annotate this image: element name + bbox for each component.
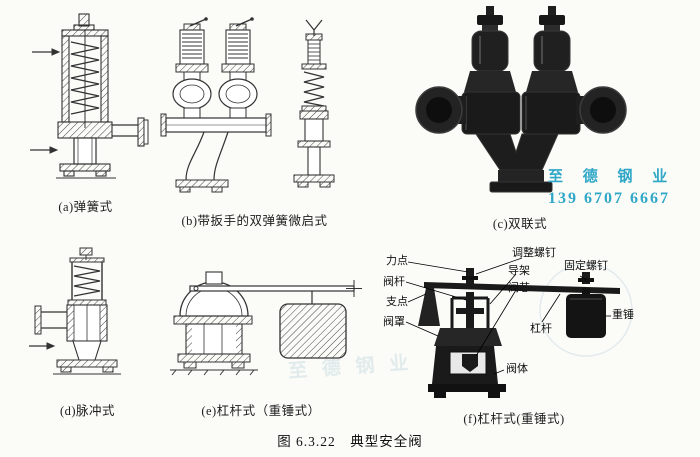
subfigure-label-b: (b)带扳手的双弹簧微启式 (181, 214, 328, 228)
spring-top-seat (69, 257, 105, 263)
valve-body-section (185, 323, 243, 355)
fulcrum-bracket (418, 288, 440, 326)
figure-caption: 图 6.3.22 典型安全阀 (277, 434, 423, 449)
part-label-adjusting-screw: 调整螺钉 (512, 247, 556, 259)
subfigure-d-pulse-type: (d)脉冲式 (25, 246, 150, 419)
base-flange (428, 384, 506, 398)
part-label-weight: 重锤 (612, 309, 634, 321)
watermark-phone: 139 6707 6667 (548, 190, 670, 207)
lever-valve-diagram (170, 271, 362, 376)
part-label-valve-core: 阀芯 (508, 282, 530, 294)
lever-valve-cross-section (405, 257, 633, 398)
weight-block (279, 303, 347, 359)
part-label-fulcrum: 支点 (386, 296, 408, 308)
subfigure-label-f: (f)杠杆式(重锤式) (463, 412, 565, 426)
subfigure-c-duplex: (c)双联式 (410, 4, 630, 232)
part-label-valve-body: 阀体 (506, 363, 528, 375)
part-label-valve-cover: 阀罩 (383, 316, 405, 328)
subfigure-label-c: (c)双联式 (492, 217, 548, 231)
bonnet-flange (173, 315, 253, 325)
subfigure-a-spring-type: (a)弹簧式 (18, 12, 153, 215)
lower-taper (72, 340, 102, 361)
adjusting-screw (462, 268, 478, 284)
base-flange (59, 163, 111, 177)
valve-body (432, 346, 498, 384)
subfigure-label-e: (e)杠杆式（重锤式） (201, 404, 321, 418)
side-flange (34, 305, 42, 335)
valve-body-section (57, 121, 113, 139)
guide-plate (456, 308, 484, 314)
valve-core (462, 354, 478, 372)
valve-body-section (66, 304, 108, 342)
part-label-fixing-screw: 固定螺钉 (564, 260, 608, 272)
flow-arrow (29, 342, 56, 350)
inlet-pipe (73, 137, 97, 165)
fixing-screw (578, 272, 594, 284)
base-flange (56, 359, 118, 373)
part-label-force-point: 力点 (386, 255, 408, 267)
spring-valve-diagram (30, 13, 149, 179)
pivot-box (205, 271, 223, 285)
manifold-pipe (160, 113, 272, 193)
spring-coil (73, 265, 101, 297)
subfigure-b-double-spring: (b)带扳手的双弹簧微启式 (152, 14, 357, 229)
double-spring-valve-diagram (160, 17, 335, 193)
top-knob (79, 247, 93, 256)
outlet-flange (137, 117, 145, 147)
lever-hinge (193, 286, 199, 291)
subfigure-f-lever-labeled: 力点 阀杆 支点 阀罩 调整螺钉 导架 阀芯 固定螺钉 杠杆 重锤 阀体 (f)… (380, 246, 648, 427)
spring-coil (70, 41, 100, 115)
lever-bar (424, 282, 620, 294)
stamp-ghost (539, 263, 633, 357)
subfigure-e-lever-type: (e)杠杆式（重锤式） (156, 258, 366, 419)
micro-opening-valve (293, 19, 335, 188)
pulse-valve-diagram (29, 247, 121, 375)
spring-valve-left (172, 17, 212, 119)
right-valve (521, 6, 627, 135)
leader-lines (405, 257, 611, 375)
outlet-pipe (112, 124, 138, 137)
lever-end-cross (346, 280, 362, 297)
watermark-company: 至 德 钢 业 (548, 169, 676, 185)
flow-arrows (30, 48, 61, 154)
spring-bottom-seat (67, 299, 107, 306)
subfigure-label-d: (d)脉冲式 (59, 404, 116, 418)
side-pipe (41, 311, 67, 329)
lever-bar (189, 285, 355, 292)
part-label-valve-stem: 阀杆 (383, 276, 405, 288)
part-label-guide-frame: 导架 (508, 265, 530, 277)
subfigure-label-a: (a)弹簧式 (58, 200, 113, 214)
weight-cylinder (566, 288, 606, 338)
part-label-lever: 杠杆 (530, 323, 552, 335)
spring-valve-right (218, 17, 258, 119)
base-flange (177, 353, 251, 369)
watermark: 至 德 钢 业 139 6707 6667 (548, 165, 675, 208)
spring-frame (71, 262, 103, 300)
outlet-flange-ring (143, 119, 149, 145)
left-valve (415, 6, 521, 135)
duplex-valve-photo (415, 6, 627, 193)
y-base (475, 133, 559, 193)
ground-line (170, 369, 258, 376)
